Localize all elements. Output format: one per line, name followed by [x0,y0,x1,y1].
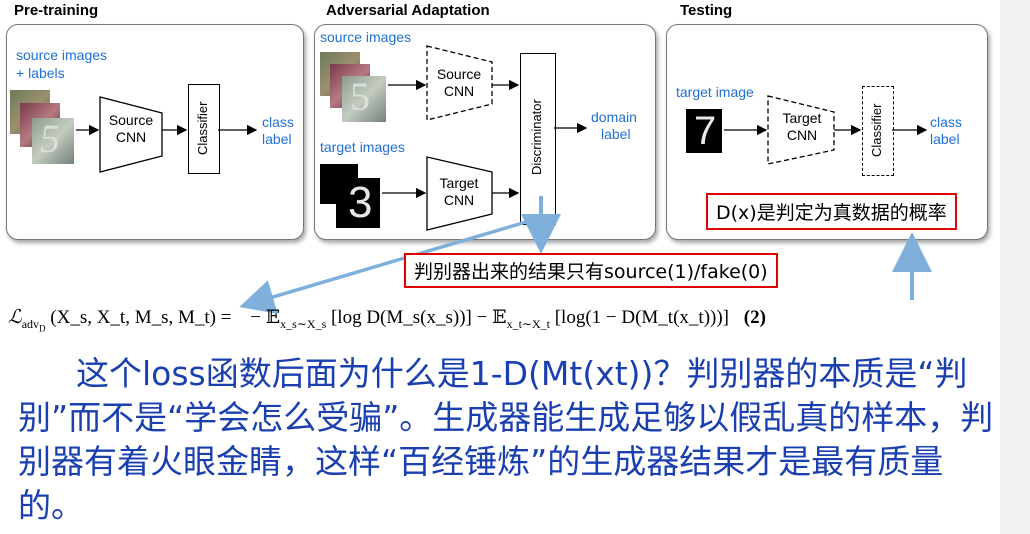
formula-rhs: − 𝔼 [250,307,281,328]
class-label-line2: label [262,131,292,147]
test-target-cnn-label: Target CNN [773,110,831,144]
test-classifier-label: Classifier [869,103,884,157]
dx-probability-note: D(x)是判定为真数据的概率 [706,193,957,230]
test-class-label-output: class label [930,114,962,148]
formula-lhs: ℒ [8,307,22,328]
adversarial-title: Adversarial Adaptation [326,2,490,19]
adv-source-images-label: source images [320,29,412,45]
equation-number: (2) [743,307,766,328]
formula-term2: [log(1 − D(M_t(x_t)))] [554,307,730,328]
adv-source-cnn-line1: Source [436,66,482,82]
testing-title: Testing [680,2,733,19]
domain-label-line2: label [601,126,631,142]
test-class-label-line2: label [930,131,960,147]
test-class-label-line1: class [930,114,962,130]
explanation-paragraph: 这个loss函数后面为什么是1-D(Mt(xt))？判别器的本质是“判别”而不是… [18,354,994,525]
test-classifier-box [862,86,894,176]
pretraining-title: Pre-training [14,2,99,19]
test-target-cnn-line1: Target [782,110,822,126]
right-margin-strip [1000,0,1030,534]
source-cnn-line2: CNN [115,129,147,145]
adv-source-cnn-label: Source CNN [432,66,486,100]
class-label-line1: class [262,114,294,130]
adv-target-cnn-line1: Target [439,175,479,191]
digit-glyph: 7 [694,109,717,153]
source-cnn-label: Source CNN [104,112,158,146]
formula-lhs-subsub: D [39,323,46,334]
labels-label: + labels [16,65,65,81]
adv-target-images-label: target images [320,139,405,155]
adv-target-cnn-line2: CNN [443,192,475,208]
formula-rhs-sub1: x_s∼X_s [280,316,327,331]
source-cnn-line1: Source [108,112,154,128]
adversarial-loss-formula: ℒadvD (X_s, X_t, M_s, M_t) = − 𝔼x_s∼X_s … [8,306,998,342]
formula-args: (X_s, X_t, M_s, M_t) = [50,307,232,328]
digit-glyph: 3 [348,178,373,227]
classifier-label: Classifier [195,101,210,155]
test-target-cnn-line2: CNN [786,127,818,143]
source-digit-image [342,76,386,122]
formula-term1: [log D(M_s(x_s))] − 𝔼 [330,307,507,328]
class-label-output: class label [262,114,294,148]
discriminator-output-note: 判别器出来的结果只有source(1)/fake(0) [404,253,778,288]
digit-glyph: 5 [350,74,370,119]
formula-lhs-sub: adv [21,316,40,331]
formula-rhs-sub2: x_t∼X_t [506,316,550,331]
target-digit-image [336,178,380,228]
domain-label-line1: domain [591,109,637,125]
discriminator-label: Discriminator [529,99,544,175]
domain-label-output: domain label [591,109,637,143]
adv-source-cnn-line2: CNN [443,83,475,99]
test-digit-image [686,109,722,153]
source-images-label: source images [16,47,108,63]
classifier-box [188,84,220,174]
discriminator-box [520,53,556,225]
source-digit-image [32,118,74,164]
target-image-label: target image [676,84,754,100]
adv-target-cnn-label: Target CNN [432,175,486,209]
